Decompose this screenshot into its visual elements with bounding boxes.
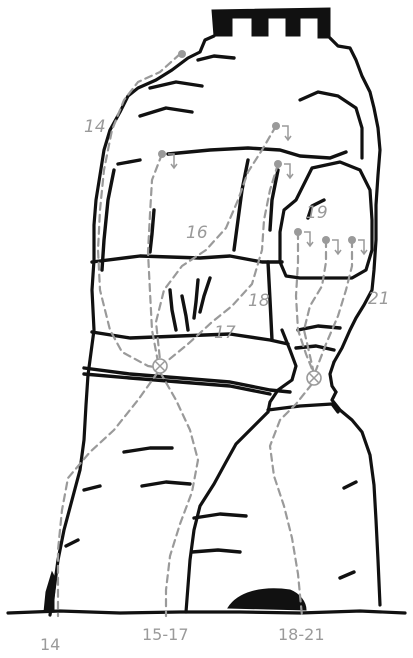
lowerof-arrow-15: [168, 154, 177, 168]
label-route-19: 19: [306, 203, 328, 223]
lowerof-arrow-17: [284, 164, 293, 178]
tower-right-edge: [330, 38, 380, 362]
belay-station-right: [307, 371, 321, 385]
anchor-route-15: [158, 150, 166, 158]
lower-right-tower-left-edge: [186, 412, 268, 612]
anchor-route-14: [178, 50, 186, 58]
lower-right-ledge-1: [194, 514, 246, 518]
belay-station-left: [153, 359, 167, 373]
tower-left-edge: [50, 36, 214, 615]
summit-block: [212, 8, 330, 38]
label-base-left: 14: [40, 635, 60, 654]
ground-line: [8, 611, 405, 613]
neck-right: [330, 362, 336, 392]
lower-ledge-4: [66, 540, 78, 546]
lower-right-edge: [332, 392, 380, 605]
route-18-21-lower: [270, 384, 312, 616]
lowerof-arrow-16: [282, 126, 291, 140]
neck-ledge: [268, 404, 338, 412]
base-boulder-left: [44, 572, 56, 612]
label-route-14: 14: [84, 117, 106, 137]
lowerof-arrow-19: [332, 240, 341, 254]
label-base-middle: 15-17: [142, 625, 189, 644]
lower-ledge-3: [84, 486, 100, 490]
route-19-line: [304, 240, 326, 374]
anchor-route-17: [274, 160, 282, 168]
lower-right-ledge-4: [340, 572, 354, 578]
anchor-route-16: [272, 122, 280, 130]
route-14-line: [98, 54, 180, 368]
lower-ledge-1: [124, 448, 172, 452]
ledge-top-2: [150, 82, 202, 88]
flame-crack-3: [194, 280, 198, 318]
flame-crack-1: [170, 290, 176, 330]
anchor-route-18: [294, 228, 302, 236]
route-15-17-lower: [160, 372, 198, 616]
label-route-18: 18: [248, 291, 270, 311]
ledge-top-1: [198, 56, 234, 60]
pillar-block-outline: [280, 92, 372, 278]
anchor-route-19: [322, 236, 330, 244]
flame-crack-4: [200, 278, 210, 312]
crack-left-vertical: [102, 170, 114, 270]
lowerof-arrow-21: [358, 240, 367, 254]
lowerof-arrow-18: [304, 232, 313, 246]
base-boulder-right: [228, 589, 306, 610]
label-route-16: 16: [186, 223, 208, 243]
lower-ledge-2: [142, 482, 190, 486]
flame-crack-2: [182, 296, 188, 330]
lower-right-ledge-2: [192, 550, 240, 552]
anchor-route-21: [348, 236, 356, 244]
neck-crack-2: [296, 346, 334, 350]
ledge-top-3: [140, 108, 192, 116]
ledge-top-4: [118, 160, 140, 164]
label-route-17: 17: [214, 323, 236, 343]
lower-right-ledge-3: [344, 482, 356, 488]
label-route-21: 21: [368, 289, 390, 309]
band-upper-line: [92, 256, 282, 262]
roof-band-upper: [84, 368, 290, 392]
label-base-right: 18-21: [278, 625, 325, 644]
